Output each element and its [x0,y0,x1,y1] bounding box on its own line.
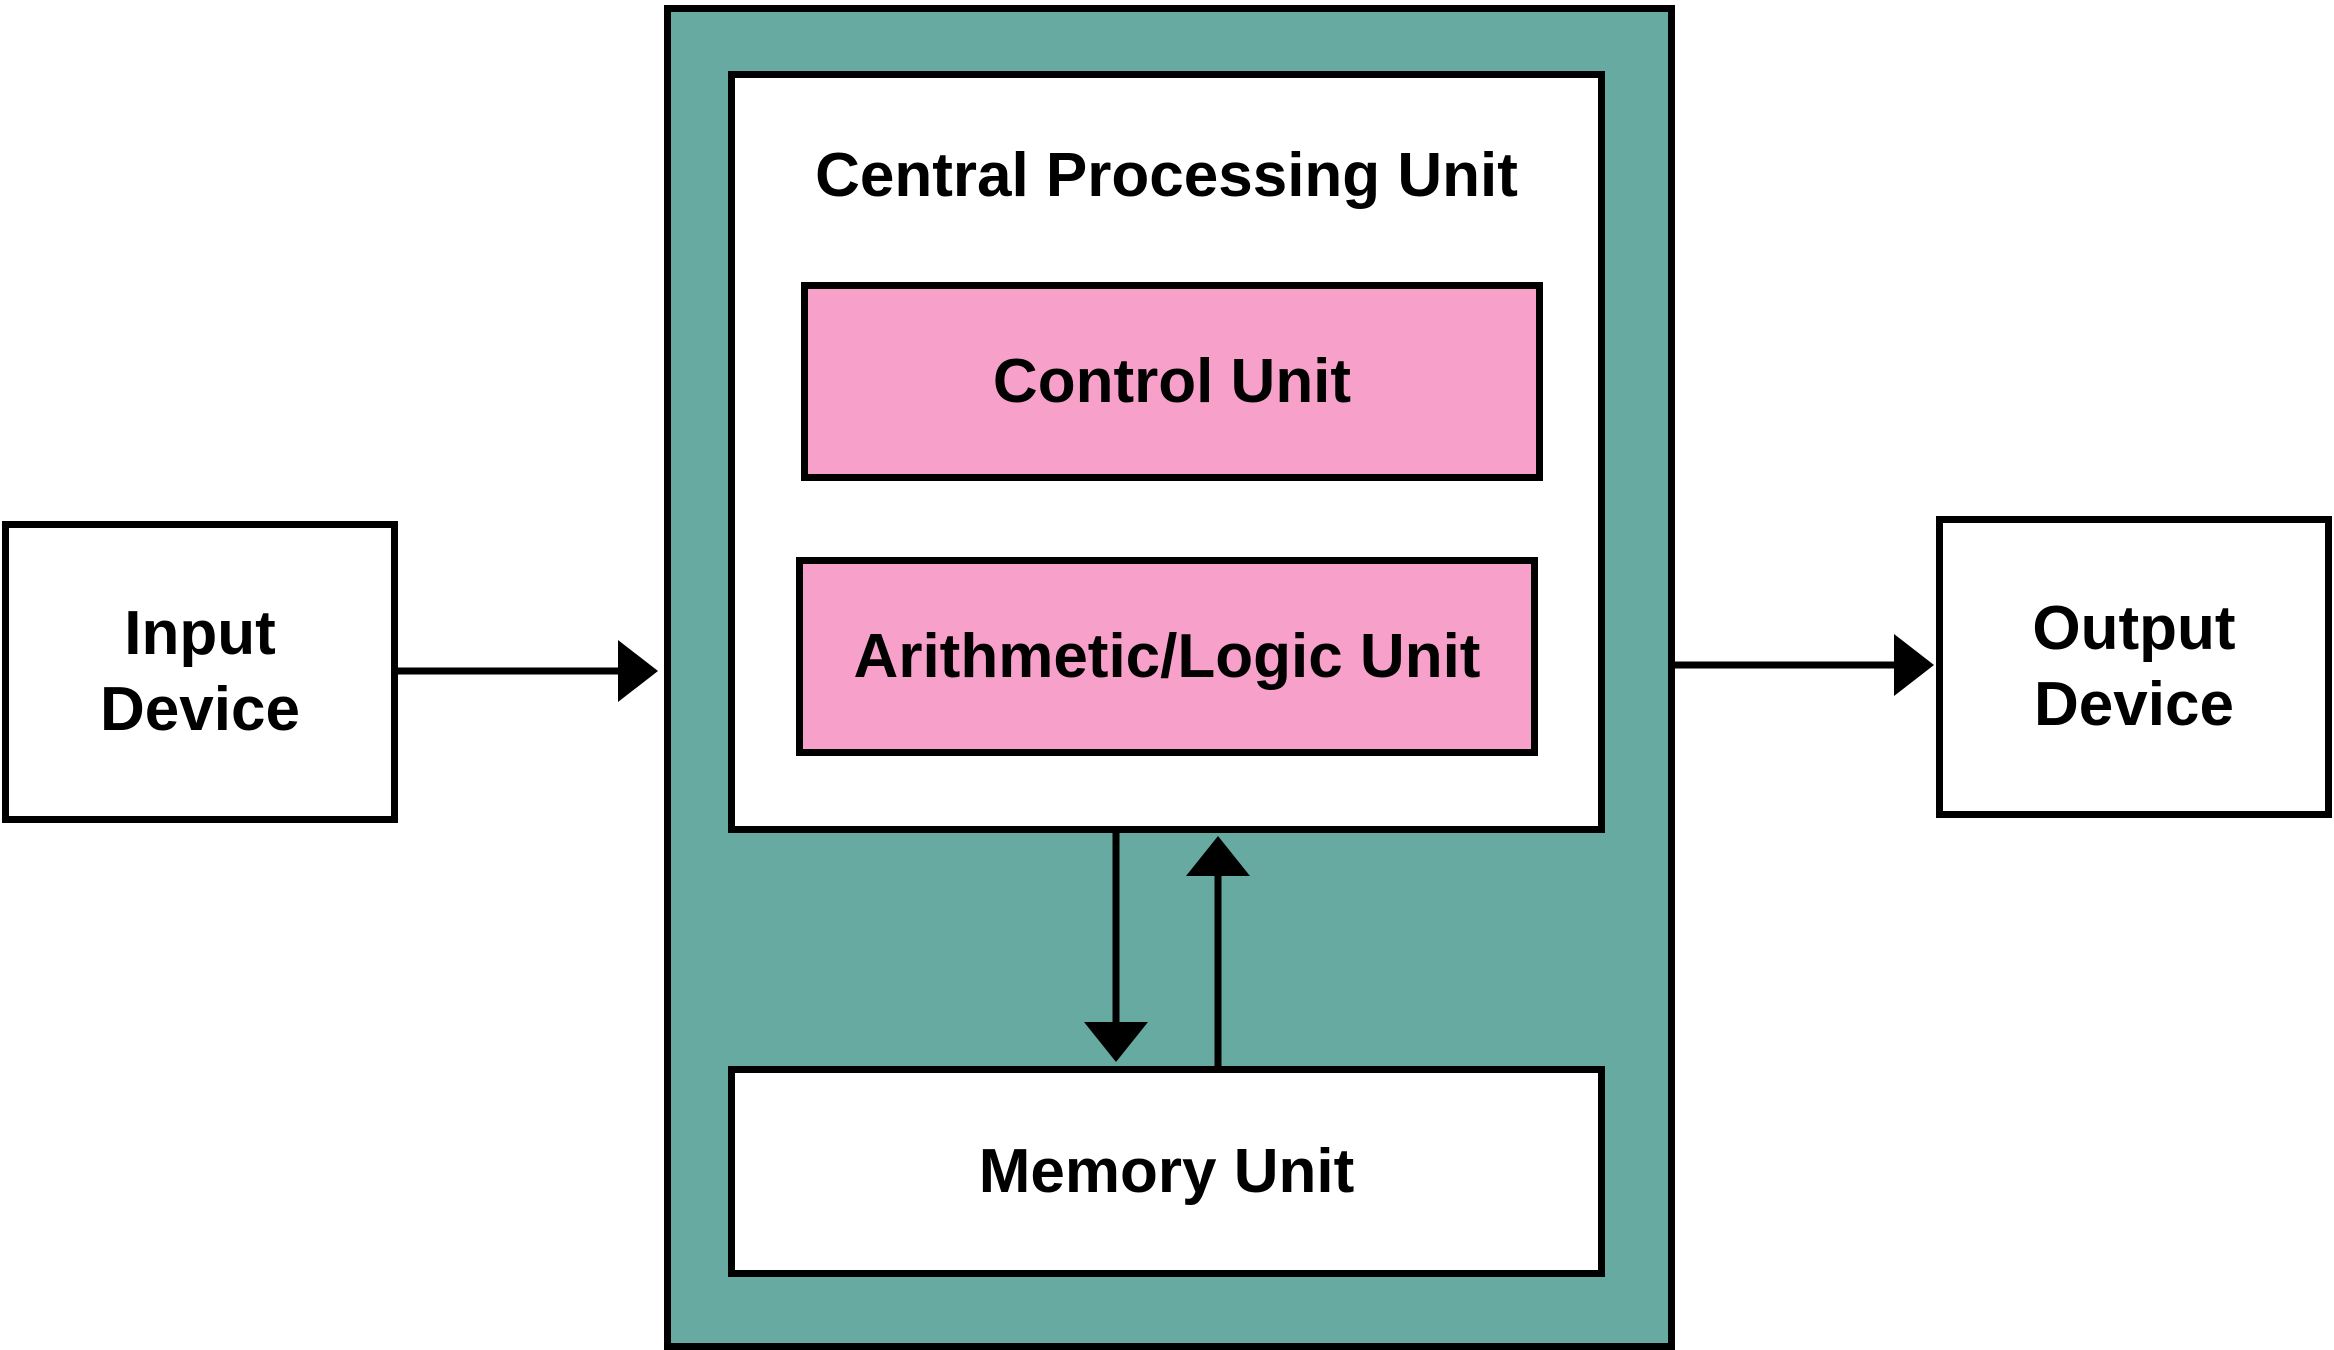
cpu-title: Central Processing Unit [815,141,1518,210]
arrow-cpu-to-memory [1084,833,1148,1062]
control-unit-box: Control Unit [801,282,1543,481]
alu-box: Arithmetic/Logic Unit [796,557,1538,756]
input-device-box: Input Device [2,521,398,823]
memory-unit-box: Memory Unit [728,1066,1605,1277]
arrow-cpu-to-output [1675,634,1934,696]
output-device-box: Output Device [1936,516,2332,818]
output-device-label: Output Device [2032,591,2235,742]
output-device-label-line2: Device [2034,670,2234,739]
input-device-label-line2: Device [100,675,300,744]
arrow-input-to-cpu [398,640,658,702]
input-device-label-line1: Input [124,599,276,669]
input-device-label: Input Device [100,596,300,747]
arrow-memory-to-cpu [1186,836,1250,1066]
memory-unit-label: Memory Unit [978,1136,1355,1206]
control-unit-label: Control Unit [992,346,1352,416]
alu-label: Arithmetic/Logic Unit [853,621,1481,691]
output-device-label-line1: Output [2032,594,2236,664]
